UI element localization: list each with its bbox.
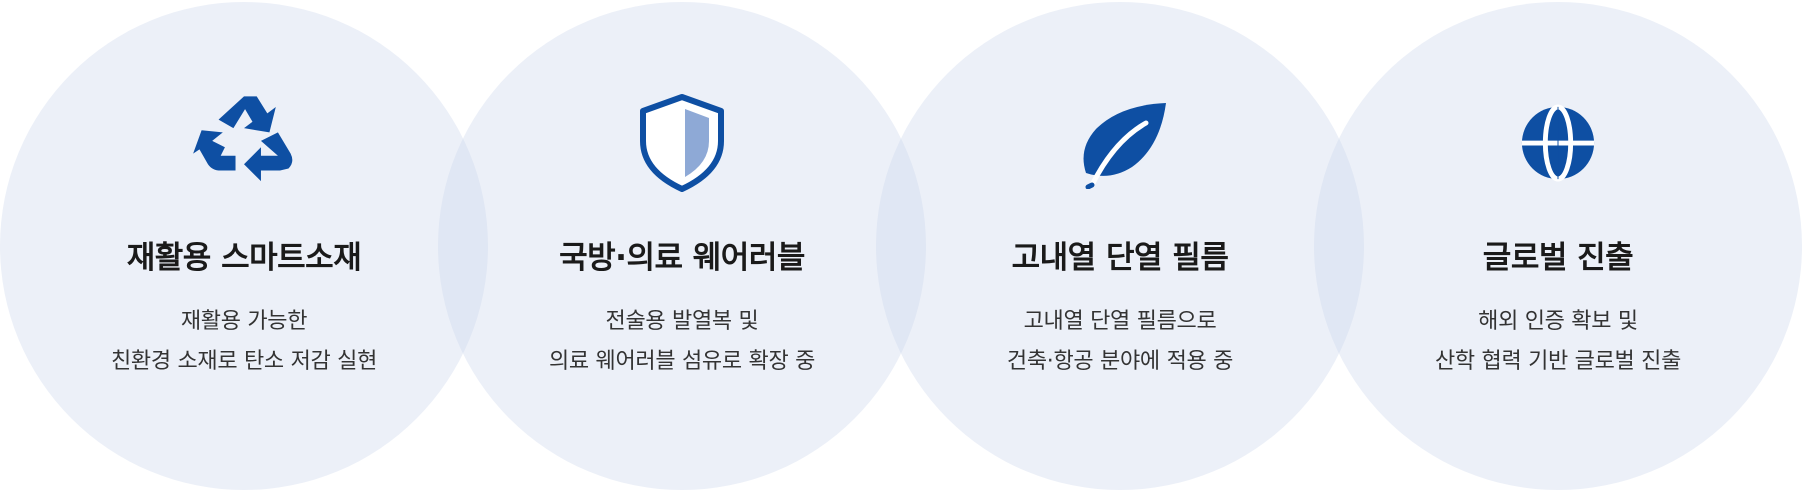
feature-description-line: 건축·항공 분야에 적용 중 xyxy=(1006,349,1234,374)
feature-description: 재활용 가능한 친환경 소재로 탄소 저감 실현 xyxy=(0,302,488,382)
feature-description: 해외 인증 확보 및 산학 협력 기반 글로벌 진출 xyxy=(1314,302,1802,382)
feature-recycled-smart-material: 재활용 스마트소재 재활용 가능한 친환경 소재로 탄소 저감 실현 xyxy=(0,0,488,493)
feature-description-line: 전술용 발열복 및 xyxy=(605,309,759,334)
feature-description-line: 재활용 가능한 xyxy=(180,309,308,334)
feature-global-expansion: 글로벌 진출 해외 인증 확보 및 산학 협력 기반 글로벌 진출 xyxy=(1314,0,1802,493)
recycle-icon xyxy=(189,88,299,198)
feature-description: 전술용 발열복 및 의료 웨어러블 섬유로 확장 중 xyxy=(438,302,926,382)
leaf-icon xyxy=(1065,88,1175,198)
feature-description: 고내열 단열 필름으로 건축·항공 분야에 적용 중 xyxy=(876,302,1364,382)
feature-description-line: 산학 협력 기반 글로벌 진출 xyxy=(1434,349,1682,374)
feature-circle-background xyxy=(438,2,926,490)
feature-description-line: 의료 웨어러블 섬유로 확장 중 xyxy=(548,349,816,374)
shield-icon xyxy=(627,88,737,198)
feature-heat-resistant-film: 고내열 단열 필름 고내열 단열 필름으로 건축·항공 분야에 적용 중 xyxy=(876,0,1364,493)
feature-circle-background xyxy=(876,2,1364,490)
feature-description-line: 친환경 소재로 탄소 저감 실현 xyxy=(110,349,378,374)
feature-title: 고내열 단열 필름 xyxy=(1011,240,1229,276)
globe-icon xyxy=(1503,88,1613,198)
feature-description-line: 해외 인증 확보 및 xyxy=(1478,309,1638,334)
feature-title: 국방·의료 웨어러블 xyxy=(559,240,805,276)
feature-defense-medical-wearable: 국방·의료 웨어러블 전술용 발열복 및 의료 웨어러블 섬유로 확장 중 xyxy=(438,0,926,493)
feature-description-line: 고내열 단열 필름으로 xyxy=(1023,309,1217,334)
feature-circle-background xyxy=(1314,2,1802,490)
feature-title: 글로벌 진출 xyxy=(1482,240,1634,276)
feature-circle-background xyxy=(0,2,488,490)
feature-title: 재활용 스마트소재 xyxy=(126,240,362,276)
